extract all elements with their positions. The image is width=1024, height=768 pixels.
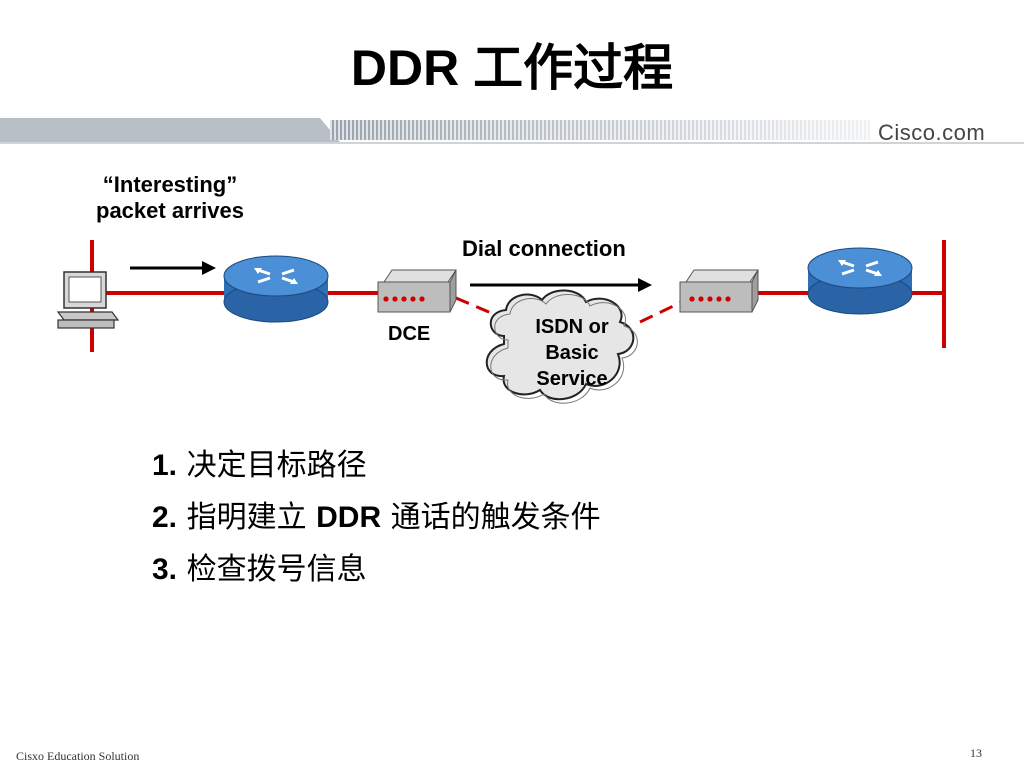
step-item: 2. 指明建立 DDR 通话的触发条件	[152, 492, 601, 544]
step-number: 1.	[152, 449, 178, 482]
dial-arrow-icon	[470, 278, 652, 292]
step-number: 2.	[152, 501, 178, 534]
packet-label-line2: packet arrives	[96, 198, 244, 223]
step-item: 1. 决定目标路径	[152, 440, 601, 492]
dce-label: DCE	[388, 323, 431, 345]
cloud-label-line3: Service	[536, 368, 608, 390]
step-text: 检查拨号信息	[186, 552, 367, 587]
cloud-label-line2: Basic	[545, 342, 599, 364]
step-text-part: 指明建立	[186, 500, 317, 535]
steps-list: 1. 决定目标路径 2. 指明建立 DDR 通话的触发条件 3. 检查拨号信息	[152, 440, 601, 596]
right-router-icon	[807, 247, 913, 315]
packet-label: “Interesting” packet arrives	[70, 172, 270, 224]
step-text-part: 通话的触发条件	[381, 500, 601, 535]
ddr-diagram	[56, 240, 946, 404]
page-number: 13	[970, 746, 982, 760]
step-text-ddr: DDR	[316, 501, 382, 534]
page-title: DDR 工作过程	[350, 40, 674, 96]
cloud-label: ISDN or Basic Service	[520, 314, 624, 392]
step-item: 3. 检查拨号信息	[152, 544, 601, 596]
dial-connection-label: Dial connection	[462, 236, 626, 261]
packet-label-line1: “Interesting”	[102, 172, 238, 197]
left-dce-device-icon	[377, 269, 457, 313]
isdn-cloud-icon	[485, 289, 638, 404]
right-dce-device-icon	[679, 269, 759, 313]
step-number: 3.	[152, 553, 178, 586]
header-banner	[0, 118, 1024, 144]
left-router-icon	[223, 255, 329, 323]
cloud-label-line1: ISDN or	[535, 316, 609, 338]
brand-logo-text: Cisco.com	[878, 120, 986, 145]
footer-text: Cisxo Education Solution	[16, 749, 140, 763]
step-text: 决定目标路径	[186, 448, 367, 483]
workstation-icon	[56, 271, 120, 329]
packet-arrow-icon	[130, 261, 216, 275]
